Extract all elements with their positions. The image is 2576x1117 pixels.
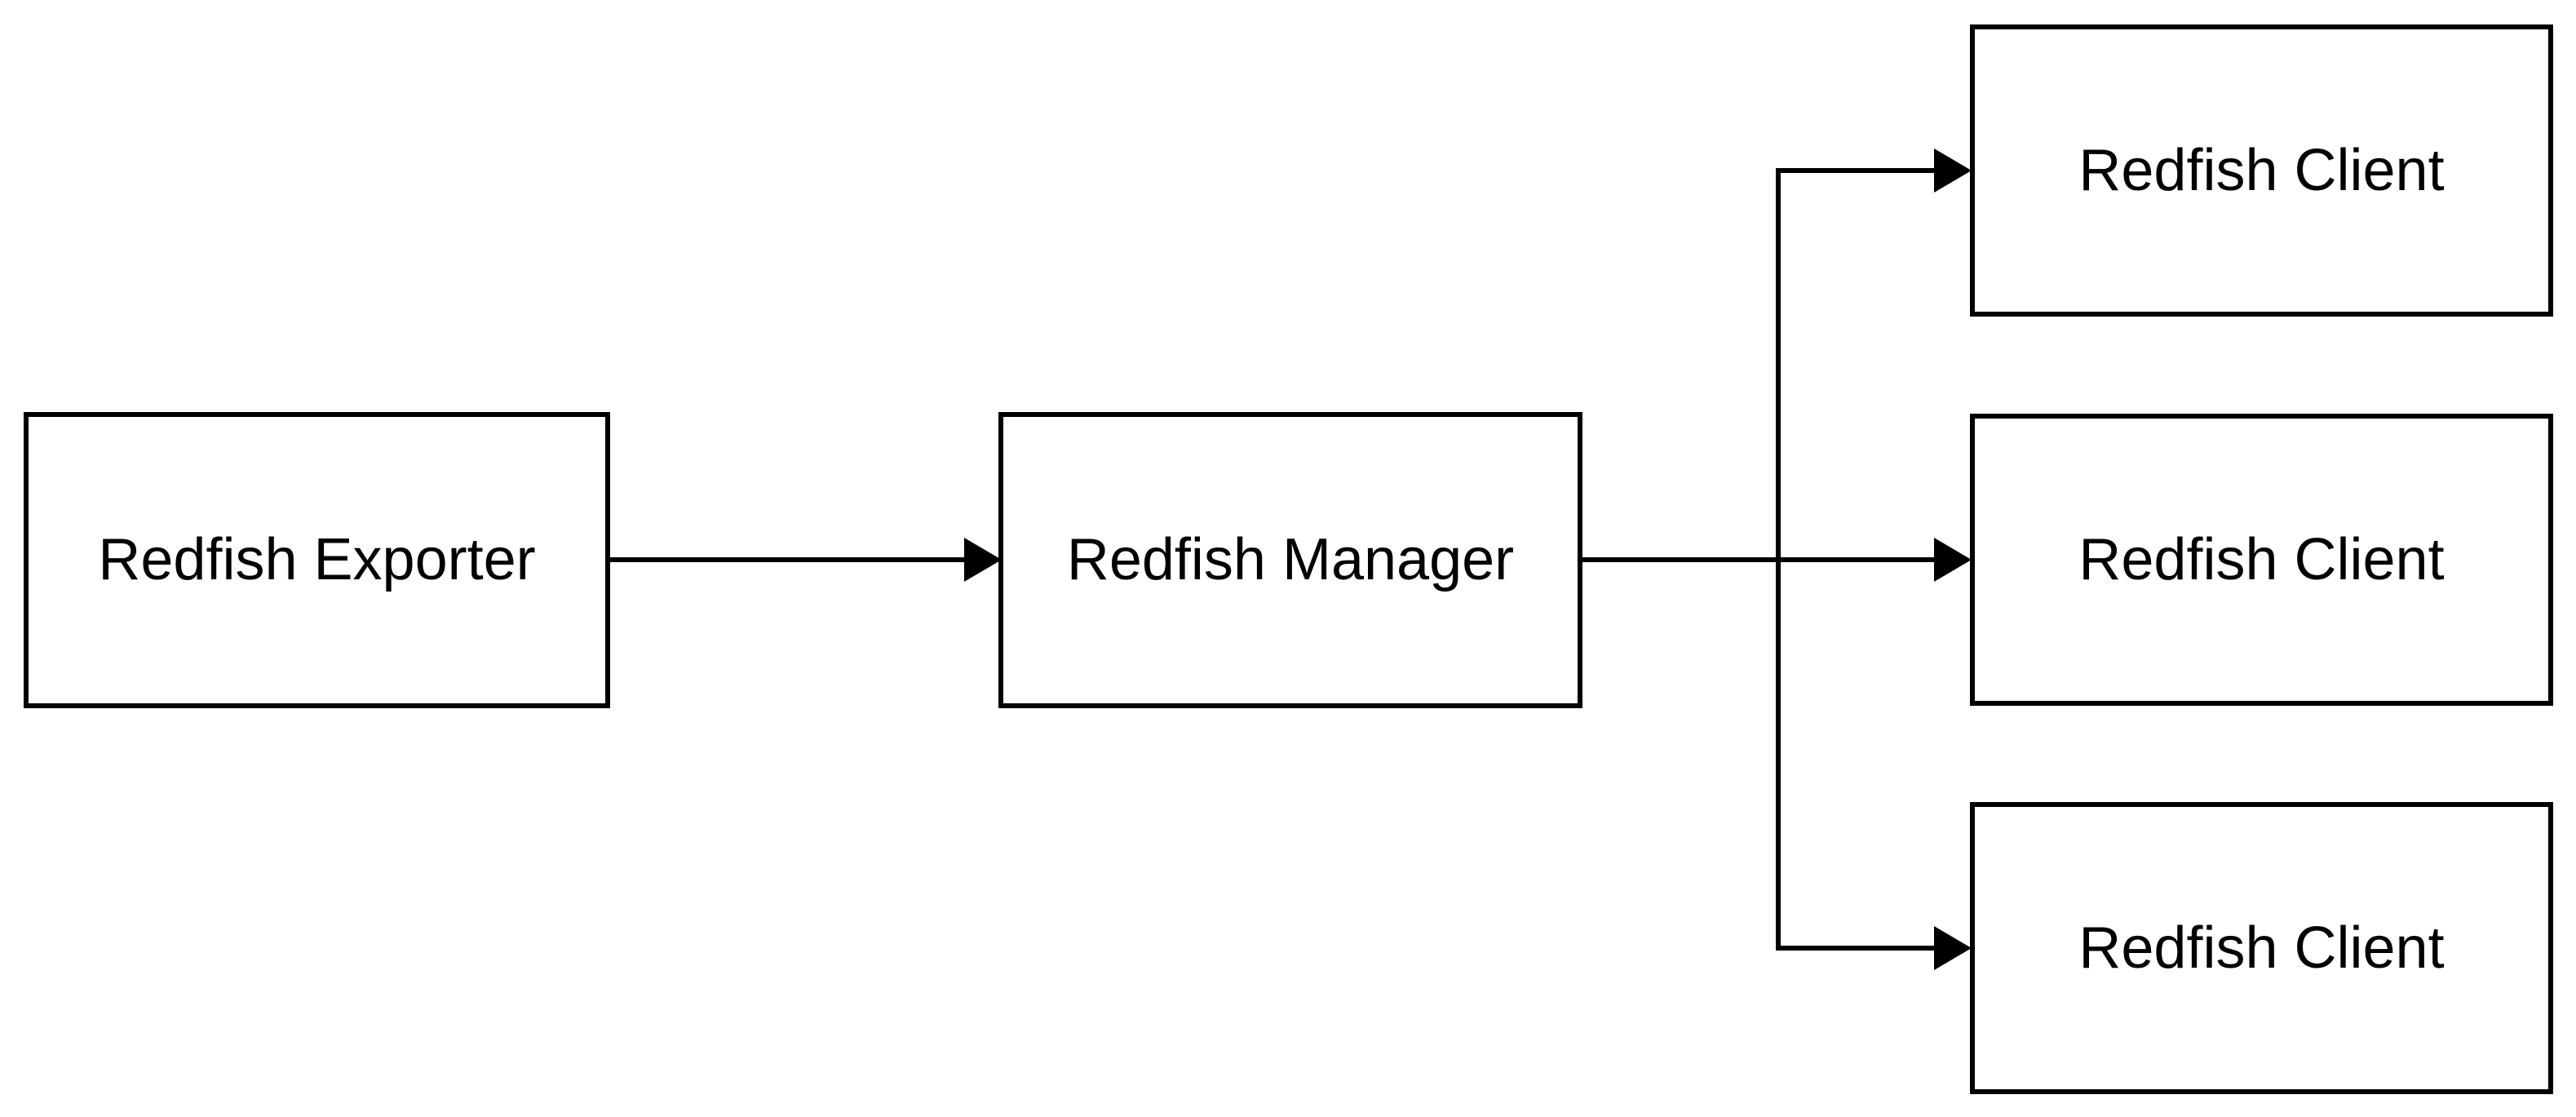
node-redfish-client-3: Redfish Client bbox=[1970, 802, 2553, 1094]
edge-manager-to-client-2 bbox=[1582, 557, 1939, 562]
arrowhead-icon bbox=[1934, 926, 1972, 970]
node-label: Redfish Client bbox=[2078, 137, 2445, 203]
arrowhead-icon bbox=[964, 538, 1002, 582]
arrowhead-icon bbox=[1934, 538, 1972, 582]
node-label: Redfish Manager bbox=[1066, 527, 1515, 593]
arrowhead-icon bbox=[1934, 148, 1972, 193]
node-redfish-client-2: Redfish Client bbox=[1970, 414, 2553, 706]
edge-manager-to-client-3 bbox=[1776, 946, 1939, 951]
node-label: Redfish Client bbox=[2078, 915, 2445, 981]
edge-fanout-trunk bbox=[1776, 168, 1781, 951]
edge-manager-to-client-1 bbox=[1776, 168, 1939, 173]
node-label: Redfish Exporter bbox=[98, 527, 536, 593]
node-label: Redfish Client bbox=[2078, 526, 2445, 592]
node-redfish-client-1: Redfish Client bbox=[1970, 24, 2553, 317]
node-redfish-exporter: Redfish Exporter bbox=[24, 412, 610, 708]
node-redfish-manager: Redfish Manager bbox=[998, 412, 1582, 708]
edge-exporter-to-manager bbox=[610, 557, 967, 562]
